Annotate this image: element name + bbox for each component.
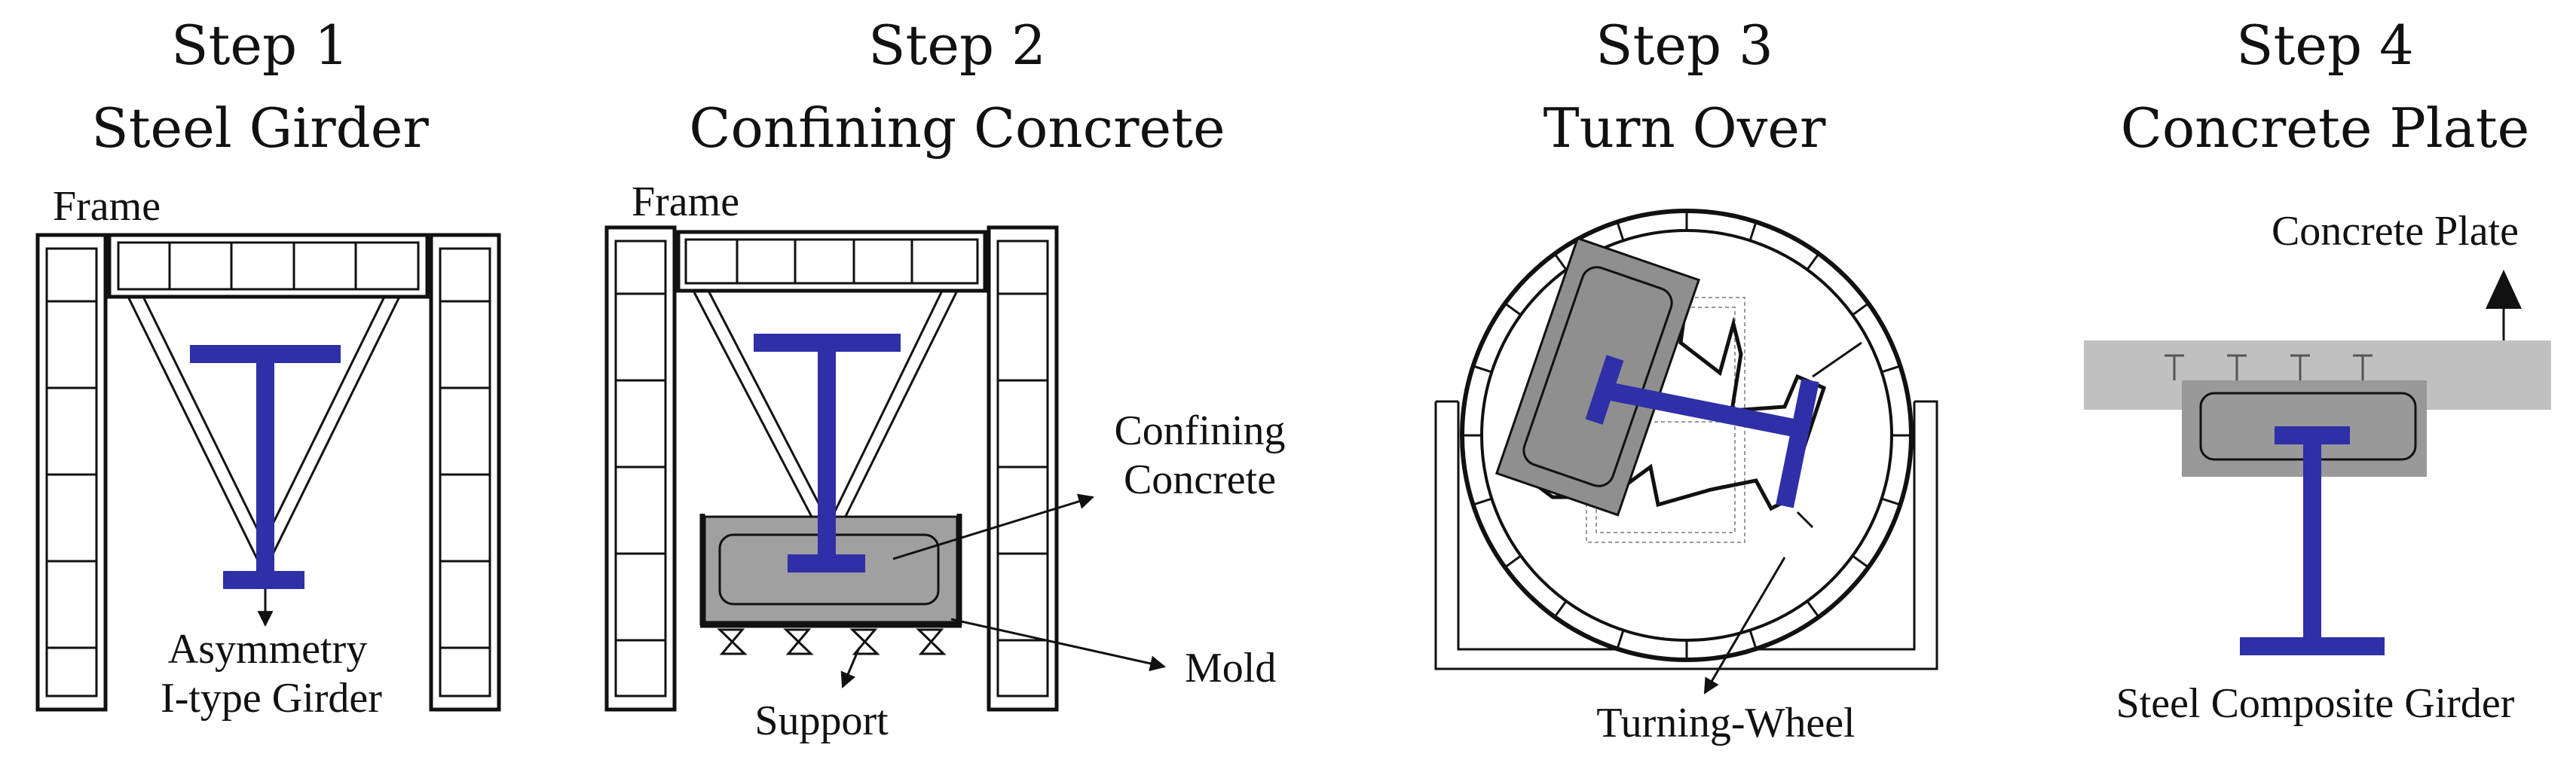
- step3-wheel-arrow: [1703, 557, 1786, 694]
- step2-right-column: [987, 225, 1059, 712]
- step2-mold: [699, 514, 962, 628]
- step1-i-girder: [190, 345, 341, 589]
- step1-figure: Frame: [35, 183, 501, 722]
- step1-title: Steel Girder: [91, 96, 429, 160]
- step3-leader-line-2: [1796, 511, 1814, 529]
- step4-i-girder: [2240, 426, 2385, 655]
- step2-left-column: [604, 225, 677, 712]
- step2-mold-arrow: [950, 618, 1167, 672]
- step4-title: Concrete Plate: [2121, 96, 2530, 160]
- step4-concrete-plate-label: Concrete Plate: [2272, 208, 2519, 255]
- step2-top-beam: [676, 230, 987, 293]
- step3-cradle-outer: [1434, 400, 1938, 670]
- step2-confining-label-1: Confining: [1114, 407, 1285, 454]
- wheel-spoke: [1504, 554, 1522, 569]
- wheel-spoke: [1852, 554, 1869, 569]
- step2-confining-arrow: [892, 493, 1095, 560]
- step4-studs: [2165, 354, 2373, 380]
- wheel-spoke: [1473, 497, 1492, 506]
- step1-left-column: [35, 233, 108, 712]
- step1-asymmetry-label: Asymmetry: [168, 626, 367, 673]
- step2-confining-label-2: Concrete: [1124, 456, 1276, 503]
- step2-title: Confining Concrete: [689, 96, 1225, 160]
- step3-title: Turn Over: [1543, 96, 1826, 160]
- step4-composite-girder-label: Steel Composite Girder: [2116, 680, 2515, 727]
- wheel-spoke: [1504, 302, 1522, 316]
- step4-arrow-head: [2486, 270, 2522, 309]
- step1-frame-label: Frame: [53, 183, 161, 230]
- step4-figure: Concrete Plate Steel Composite Girder: [2084, 208, 2551, 727]
- wheel-spoke: [1616, 221, 1625, 241]
- step1-number: Step 1: [171, 14, 349, 77]
- step2-number: Step 2: [868, 14, 1046, 77]
- step3-rotated-assembly: [1495, 237, 1862, 529]
- step2-mold-label: Mold: [1185, 645, 1276, 691]
- wheel-spoke: [1806, 253, 1820, 270]
- wheel-spoke: [1748, 630, 1758, 649]
- wheel-spoke: [1852, 302, 1869, 316]
- step2-support-arrow: [840, 647, 861, 688]
- step2-supports: [717, 628, 947, 655]
- step3-i-girder: [1585, 355, 1819, 508]
- wheel-spoke: [1553, 253, 1568, 270]
- step3-wheel-spokes: [1462, 211, 1911, 660]
- step4-number: Step 4: [2236, 14, 2414, 77]
- wheel-spoke: [1616, 630, 1625, 649]
- step2-i-girder: [754, 334, 901, 572]
- step2-figure: Frame: [604, 179, 1286, 744]
- step1-top-beam: [107, 233, 430, 299]
- step3-figure: Turning-Wheel: [1434, 209, 1938, 746]
- step3-turning-wheel-label: Turning-Wheel: [1596, 700, 1855, 746]
- step2-frame-label: Frame: [632, 179, 739, 225]
- wheel-spoke: [1881, 497, 1901, 506]
- wheel-spoke: [1881, 365, 1901, 374]
- wheel-spoke: [1553, 600, 1568, 618]
- wheel-spoke: [1806, 600, 1820, 618]
- step1-right-column: [429, 233, 501, 712]
- wheel-spoke: [1473, 365, 1492, 374]
- wheel-spoke: [1748, 221, 1758, 241]
- step3-number: Step 3: [1595, 14, 1773, 77]
- step3-leader-line: [1812, 341, 1862, 378]
- step2-support-label: Support: [754, 697, 889, 744]
- step1-itype-label: I-type Girder: [161, 675, 382, 722]
